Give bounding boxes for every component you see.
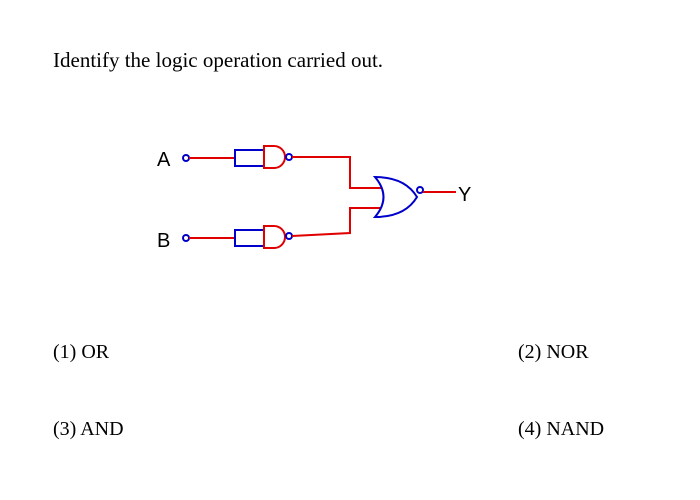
option-2[interactable]: (2) NOR — [518, 341, 589, 363]
option-3[interactable]: (3) AND — [53, 418, 124, 440]
output-label-y: Y — [458, 184, 471, 206]
input-terminal-b — [182, 234, 190, 242]
nand-gate-a — [189, 145, 382, 189]
input-label-b: B — [157, 230, 170, 252]
option-1[interactable]: (1) OR — [53, 341, 110, 363]
nand-gate-b — [189, 207, 382, 249]
option-4[interactable]: (4) NAND — [518, 418, 605, 440]
nor-gate — [372, 175, 456, 219]
question-text: Identify the logic operation carried out… — [53, 48, 384, 72]
input-terminal-a — [182, 154, 190, 162]
input-label-a: A — [157, 149, 171, 171]
